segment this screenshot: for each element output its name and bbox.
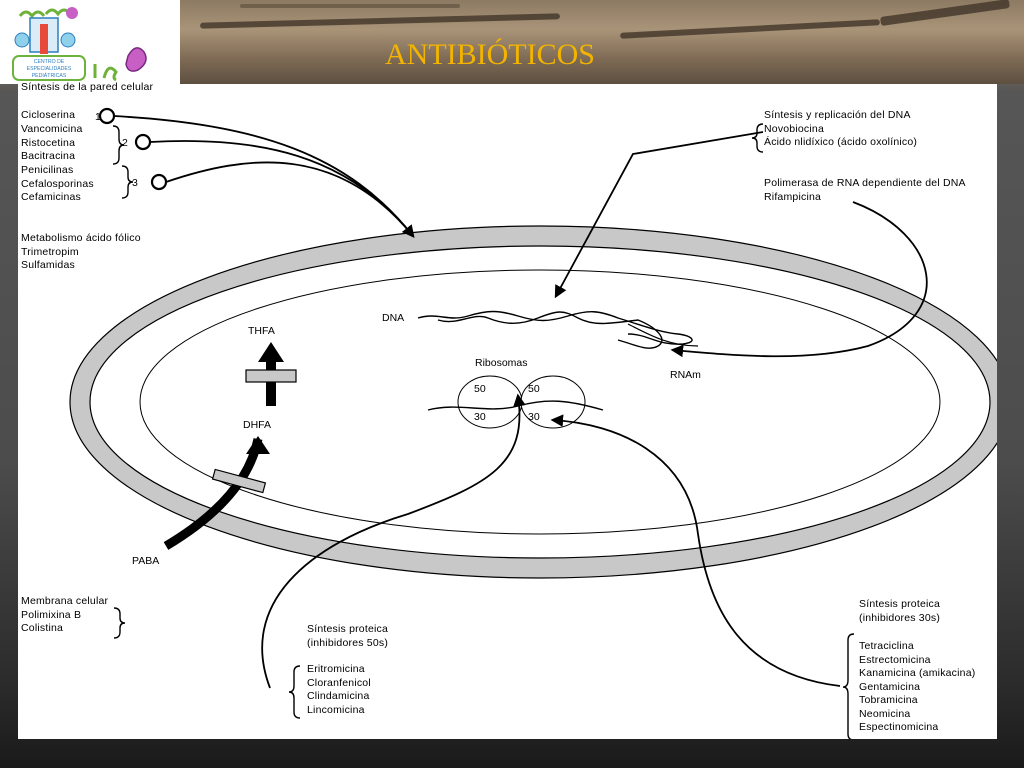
protein-30s-list: Tetraciclina Estrectomicina Kanamicina (… bbox=[859, 640, 975, 735]
brace-dna-replication bbox=[751, 123, 764, 153]
folate-heading: Metabolismo ácido fólico bbox=[21, 232, 141, 244]
cell-diagram: DNA RNAm Ribosomas 50 50 30 30 THFA DHFA… bbox=[69, 107, 997, 739]
protein-30s-subheading: (inhibidores 30s) bbox=[859, 611, 941, 624]
drug-name: Colistina bbox=[21, 622, 64, 634]
banner-streak bbox=[199, 13, 561, 29]
logo-text-line2: ESPECIALIDADES bbox=[27, 66, 72, 72]
marker-circle-3 bbox=[150, 173, 168, 191]
brace-group2 bbox=[112, 125, 125, 165]
thfa-arrow bbox=[245, 342, 297, 406]
drug-name: Tobramicina bbox=[859, 694, 918, 706]
membrane-section: Membrana celular Polimixina B Colistina bbox=[21, 595, 108, 636]
dhfa-block-bar bbox=[211, 468, 267, 494]
protein-50s-heading-block: Síntesis proteica (inhibidores 50s) bbox=[307, 623, 388, 650]
diagram-panel: DNA RNAm Ribosomas 50 50 30 30 THFA DHFA… bbox=[18, 81, 997, 739]
cell-membrane bbox=[139, 269, 941, 535]
banner-streak bbox=[240, 4, 460, 8]
cell-wall-group1: Cicloserina bbox=[21, 109, 75, 123]
drug-name: Eritromicina bbox=[307, 663, 365, 675]
logo: CENTRO DE ESPECIALIDADES PEDIÁTRICAS bbox=[0, 0, 180, 84]
rna-polymerase-section: Polimerasa de RNA dependiente del DNA Ri… bbox=[764, 177, 966, 204]
label-thfa: THFA bbox=[248, 325, 275, 337]
drug-name: Bacitracina bbox=[21, 150, 76, 162]
cell-wall-group3: Penicilinas Cefalosporinas Cefamicinas bbox=[21, 164, 94, 205]
marker-label-3: 3 bbox=[132, 177, 138, 189]
dhfa-arrow bbox=[163, 436, 270, 550]
label-sub50-left: 50 bbox=[474, 383, 486, 395]
page-title: ANTIBIÓTICOS bbox=[385, 38, 595, 71]
drug-name: Cefalosporinas bbox=[21, 177, 94, 190]
drug-name: Kanamicina (amikacina) bbox=[859, 667, 976, 679]
cell-wall-arrows bbox=[113, 115, 415, 238]
arrow-rna-polymerase bbox=[670, 201, 928, 358]
drug-name: Cloranfenicol bbox=[307, 676, 371, 689]
label-ribosomes: Ribosomas bbox=[475, 357, 528, 369]
drug-name: Neomicina bbox=[859, 707, 911, 720]
label-sub50-right: 50 bbox=[528, 383, 540, 395]
protein-30s-heading: Síntesis proteica bbox=[859, 598, 941, 610]
dna-replication-heading: Síntesis y replicación del DNA bbox=[764, 109, 911, 121]
folate-section: Metabolismo ácido fólico Trimetropim Sul… bbox=[21, 232, 141, 273]
marker-label-1: 1 bbox=[95, 111, 101, 123]
marker-label-2: 2 bbox=[122, 137, 128, 149]
drug-name: Lincomicina bbox=[307, 703, 365, 716]
banner-streak bbox=[880, 0, 1010, 27]
protein-50s-list: Eritromicina Cloranfenicol Clindamicina … bbox=[307, 663, 371, 717]
drug-name: Espectinomicina bbox=[859, 721, 939, 733]
drug-name: Tetraciclina bbox=[859, 640, 914, 652]
brace-protein-30s bbox=[842, 633, 855, 739]
label-sub30-right: 30 bbox=[528, 411, 540, 423]
drug-name: Cicloserina bbox=[21, 109, 76, 121]
drug-name: Clindamicina bbox=[307, 690, 370, 702]
label-paba: PABA bbox=[132, 555, 159, 567]
drug-name: Ristocetina bbox=[21, 136, 76, 149]
drug-name: Ácido nlidíxico (ácido oxolínico) bbox=[764, 136, 918, 148]
ribosome-left bbox=[457, 375, 523, 429]
drug-name: Gentamicina bbox=[859, 680, 921, 693]
arrow-dna-replication bbox=[554, 131, 764, 299]
marker-circle-2 bbox=[134, 133, 152, 151]
label-dhfa: DHFA bbox=[243, 419, 271, 431]
drug-name: Sulfamidas bbox=[21, 259, 75, 271]
drug-name: Polimixina B bbox=[21, 608, 82, 621]
label-sub30-left: 30 bbox=[474, 411, 486, 423]
logo-text-line3: PEDIÁTRICAS bbox=[32, 72, 67, 79]
label-rnam: RNAm bbox=[670, 369, 701, 381]
membrane-heading: Membrana celular bbox=[21, 595, 109, 607]
drug-name: Penicilinas bbox=[21, 164, 74, 176]
logo-text-line1: CENTRO DE bbox=[34, 59, 65, 65]
drug-name: Cefamicinas bbox=[21, 191, 81, 203]
protein-50s-subheading: (inhibidores 50s) bbox=[307, 636, 389, 649]
protein-50s-heading: Síntesis proteica bbox=[307, 623, 389, 635]
drug-name: Rifampicina bbox=[764, 190, 822, 203]
dna-strand bbox=[417, 310, 699, 349]
banner-streak bbox=[620, 19, 880, 39]
drug-name: Estrectomicina bbox=[859, 653, 931, 666]
logo-graphic: CENTRO DE ESPECIALIDADES PEDIÁTRICAS bbox=[12, 7, 147, 82]
arrow-protein-30s bbox=[550, 414, 841, 687]
drug-name: Vancomicina bbox=[21, 123, 83, 135]
label-dna: DNA bbox=[382, 312, 404, 324]
brace-protein-50s bbox=[288, 665, 301, 719]
dna-replication-section: Síntesis y replicación del DNA Novobioci… bbox=[764, 109, 917, 150]
arrow-protein-50s bbox=[261, 393, 526, 689]
protein-30s-heading-block: Síntesis proteica (inhibidores 30s) bbox=[859, 598, 940, 625]
cell-wall-heading: Síntesis de la pared celular bbox=[21, 81, 154, 93]
thfa-block-bar bbox=[245, 369, 297, 383]
brace-group3 bbox=[121, 165, 134, 199]
drug-name: Novobiocina bbox=[764, 122, 824, 135]
brace-membrane bbox=[113, 607, 126, 639]
drug-name: Trimetropim bbox=[21, 245, 79, 258]
marker-circle-1 bbox=[98, 107, 116, 125]
cell-wall-group2: Vancomicina Ristocetina Bacitracina bbox=[21, 123, 83, 164]
rna-polymerase-heading: Polimerasa de RNA dependiente del DNA bbox=[764, 177, 966, 189]
